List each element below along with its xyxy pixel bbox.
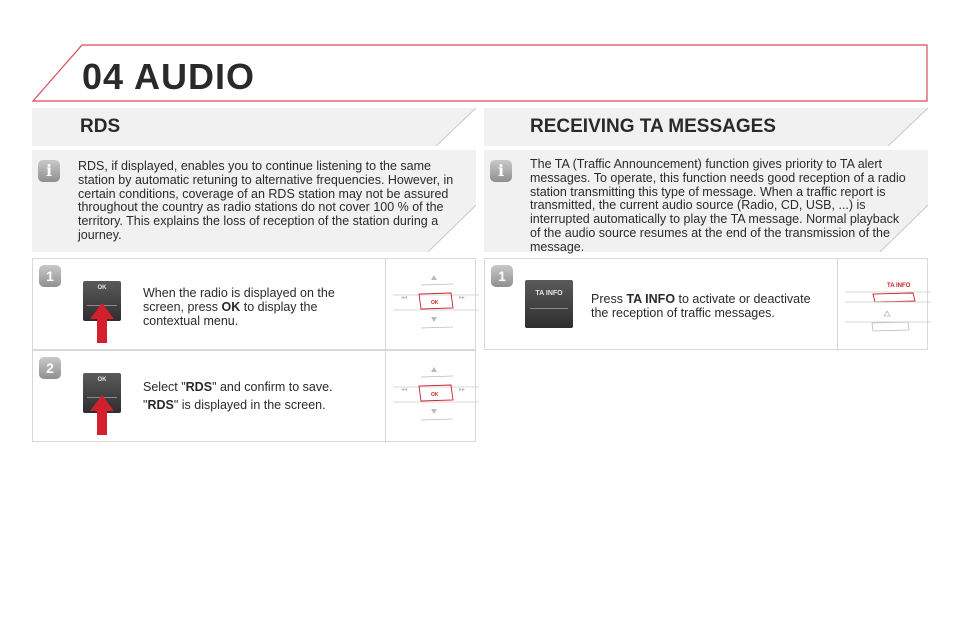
- svg-text:OK: OK: [431, 300, 439, 306]
- svg-text:◂◂: ◂◂: [401, 295, 407, 301]
- rds-step-2-line-1: Select "RDS" and confirm to save.: [143, 380, 333, 394]
- ta-info-text: The TA (Traffic Announcement) function g…: [530, 157, 906, 254]
- ta-step-1-text: Press TA INFO to activate or deactivate …: [591, 292, 811, 320]
- ta-info-box: i The TA (Traffic Announcement) function…: [484, 150, 928, 254]
- svg-text:▸▸: ▸▸: [459, 387, 465, 393]
- rds-step-1-text: When the radio is displayed on the scree…: [143, 286, 335, 328]
- svg-text:TA INFO: TA INFO: [887, 283, 911, 289]
- red-up-arrow-icon: [90, 395, 114, 435]
- page-title: AUDIO: [134, 56, 255, 97]
- menu-display-diagram: OK ◂◂ ▸▸: [393, 275, 479, 329]
- ta-info-display-diagram: TA INFO: [845, 283, 931, 332]
- ta-section-title: RECEIVING TA MESSAGES: [530, 116, 776, 137]
- rds-info-text: RDS, if displayed, enables you to contin…: [78, 159, 454, 242]
- chapter-number: 04: [82, 56, 125, 97]
- info-icon: i: [38, 160, 60, 182]
- header-frame: [32, 44, 928, 102]
- step-number-icon: 1: [491, 265, 513, 287]
- step-number-icon: 1: [39, 265, 61, 287]
- ta-step-1: 1 TA INFO Press TA INFO to activate or d…: [484, 258, 931, 351]
- red-up-arrow-icon: [90, 303, 114, 343]
- rds-info-box: i RDS, if displayed, enables you to cont…: [32, 150, 476, 252]
- rds-step-1: 1 OK When the radio is displayed on the …: [32, 258, 479, 351]
- rds-step-2-line-2: "RDS" is displayed in the screen.: [143, 398, 326, 412]
- svg-text:OK: OK: [431, 392, 439, 398]
- svg-text:◂◂: ◂◂: [401, 387, 407, 393]
- menu-display-diagram: OK ◂◂ ▸▸: [393, 367, 479, 421]
- rds-section-title: RDS: [80, 116, 121, 137]
- info-icon: i: [490, 160, 512, 182]
- rds-section-band: RDS: [32, 108, 476, 146]
- rds-step-2: 2 OK Select "RDS" and confirm to save. "…: [32, 350, 479, 443]
- ta-info-button-illustration: TA INFO: [525, 280, 573, 328]
- ta-section-band: RECEIVING TA MESSAGES: [484, 108, 928, 146]
- svg-text:▸▸: ▸▸: [459, 295, 465, 301]
- step-number-icon: 2: [39, 357, 61, 379]
